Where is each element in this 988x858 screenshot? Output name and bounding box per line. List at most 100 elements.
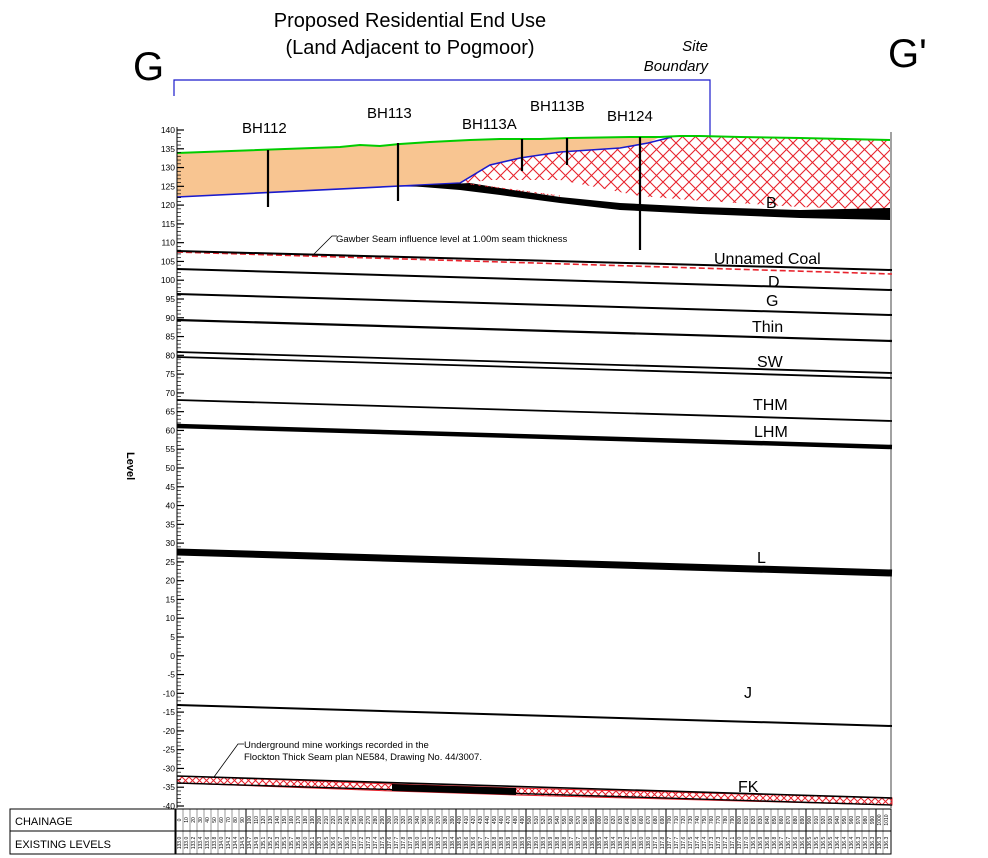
- existing-level-cell: 137.3: [709, 837, 715, 850]
- existing-level-cell: 138.9: [541, 837, 547, 850]
- existing-level-cell: 136.1: [310, 837, 316, 850]
- chainage-cell: 690: [660, 816, 666, 825]
- existing-level-cell: 138.8: [492, 837, 498, 850]
- table-row-label-chainage: CHAINAGE: [15, 816, 72, 828]
- chainage-cell: 60: [219, 817, 225, 823]
- existing-level-cell: 137.2: [359, 837, 365, 850]
- existing-level-cell: 138.6: [464, 837, 470, 850]
- chainage-cell: 530: [548, 816, 554, 825]
- axis-tick-label: 80: [166, 350, 176, 360]
- axis-tick-label: 85: [166, 332, 176, 342]
- level-axis-label: Level: [124, 452, 136, 480]
- axis-tick-label: 45: [166, 482, 176, 492]
- seam-label-fk: FK: [738, 779, 759, 796]
- existing-level-cell: 137.0: [352, 837, 358, 850]
- chainage-cell: 210: [324, 816, 330, 825]
- seam-label-l: L: [757, 550, 766, 567]
- chainage-cell: 780: [723, 816, 729, 825]
- chainage-cell: 970: [856, 816, 862, 825]
- chainage-cell: 520: [541, 816, 547, 825]
- existing-level-cell: 136.3: [884, 837, 890, 850]
- chainage-cell: 70: [226, 817, 232, 823]
- existing-level-cell: 134.0: [219, 837, 225, 850]
- axis-tick-label: 65: [166, 407, 176, 417]
- rockhead-line: [176, 136, 673, 198]
- section-end-label: G': [888, 32, 927, 76]
- existing-level-cell: 134.7: [247, 837, 253, 850]
- existing-level-cell: 134.9: [254, 837, 260, 850]
- existing-level-cell: 137.4: [702, 837, 708, 850]
- axis-tick-label: 105: [161, 256, 175, 266]
- axis-tick-label: 90: [166, 313, 176, 323]
- existing-level-cell: 135.8: [296, 837, 302, 850]
- existing-level-cell: 136.6: [793, 837, 799, 850]
- seam-fk-line-bottom: [176, 782, 893, 806]
- existing-level-cell: 137.9: [408, 837, 414, 850]
- chainage-cell: 120: [261, 816, 267, 825]
- existing-level-cell: 137.7: [667, 837, 673, 850]
- chainage-cell: 840: [765, 816, 771, 825]
- seam-label-j: J: [744, 685, 752, 702]
- axis-tick-label: 35: [166, 519, 176, 529]
- existing-level-cell: 138.0: [639, 837, 645, 850]
- chainage-cell: 740: [695, 816, 701, 825]
- existing-level-cell: 138.6: [583, 837, 589, 850]
- chainage-cell: 280: [373, 816, 379, 825]
- chainage-cell: 660: [639, 816, 645, 825]
- seam-g-line: [176, 293, 893, 316]
- chainage-cell: 430: [478, 816, 484, 825]
- existing-level-cell: 139.0: [527, 837, 533, 850]
- workings-leader: [213, 743, 244, 778]
- chainage-cell: 580: [583, 816, 589, 825]
- table-cells: 0133.010133.020133.230133.440133.650133.…: [175, 809, 890, 854]
- chainage-cell: 80: [233, 817, 239, 823]
- axis-tick-label: 135: [161, 144, 175, 154]
- existing-level-cell: 138.9: [513, 837, 519, 850]
- ground-surface: [176, 135, 891, 154]
- chainage-cell: 380: [443, 816, 449, 825]
- existing-level-cell: 137.0: [744, 837, 750, 850]
- chainage-cell: 920: [821, 816, 827, 825]
- existing-level-cell: 136.9: [758, 837, 764, 850]
- chainage-cell: 940: [835, 816, 841, 825]
- seam-label-d: D: [768, 274, 780, 291]
- existing-level-cell: 138.2: [625, 837, 631, 850]
- seam-fk-solid-section: [392, 784, 516, 795]
- title-line2: (Land Adjacent to Pogmoor): [285, 37, 535, 59]
- chainage-cell: 250: [352, 816, 358, 825]
- axis-tick-label: 75: [166, 369, 176, 379]
- existing-level-cell: 138.0: [646, 837, 652, 850]
- chainage-cell: 890: [800, 816, 806, 825]
- existing-level-cell: 138.7: [569, 837, 575, 850]
- chainage-cell: 230: [338, 816, 344, 825]
- chainage-cell: 490: [520, 816, 526, 825]
- axis-tick-label: 20: [166, 576, 176, 586]
- table-row-label-existing-levels: EXISTING LEVELS: [15, 839, 111, 851]
- chainage-cell: 100: [247, 816, 253, 825]
- site-boundary-line: [173, 79, 711, 138]
- chainage-cell: 640: [625, 816, 631, 825]
- chainage-cell: 470: [506, 816, 512, 825]
- chainage-cell: 980: [863, 816, 869, 825]
- axis-tick-label: -15: [163, 707, 176, 717]
- chainage-cell: 440: [485, 816, 491, 825]
- chainage-cell: 160: [289, 816, 295, 825]
- chainage-cell: 270: [366, 816, 372, 825]
- chainage-cell: 750: [702, 816, 708, 825]
- chainage-cell: 800: [737, 816, 743, 825]
- chainage-cell: 350: [422, 816, 428, 825]
- existing-level-cell: 138.7: [576, 837, 582, 850]
- axis-tick-label: -40: [163, 801, 176, 811]
- axis-tick-label: 30: [166, 538, 176, 548]
- existing-level-cell: 137.2: [723, 837, 729, 850]
- existing-level-cell: 138.9: [548, 837, 554, 850]
- existing-level-cell: 138.5: [457, 837, 463, 850]
- chainage-cell: 570: [576, 816, 582, 825]
- existing-level-cell: 137.0: [737, 837, 743, 850]
- seam-thin-line: [176, 318, 893, 343]
- existing-level-cell: 135.2: [268, 837, 274, 850]
- chainage-cell: 110: [254, 816, 260, 824]
- existing-level-cell: 138.2: [436, 837, 442, 850]
- existing-level-cell: 136.6: [800, 837, 806, 850]
- existing-level-cell: 136.3: [856, 837, 862, 850]
